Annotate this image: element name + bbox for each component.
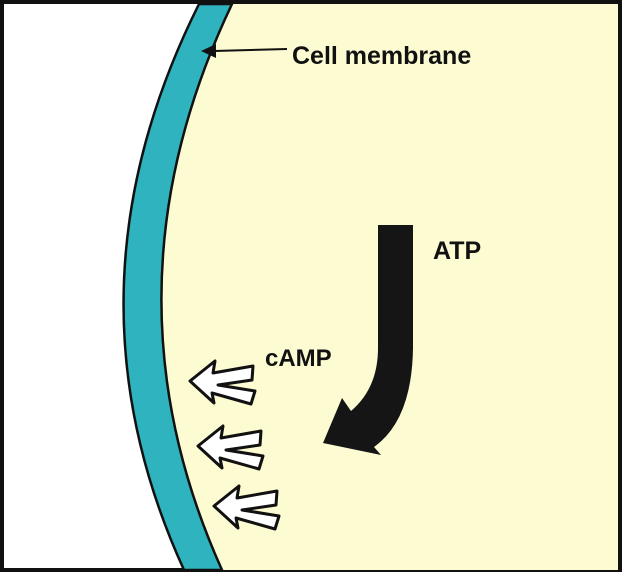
atp-label: ATP: [433, 237, 481, 265]
membrane-label: Cell membrane: [292, 42, 471, 70]
camp-label: cAMP: [265, 345, 332, 372]
